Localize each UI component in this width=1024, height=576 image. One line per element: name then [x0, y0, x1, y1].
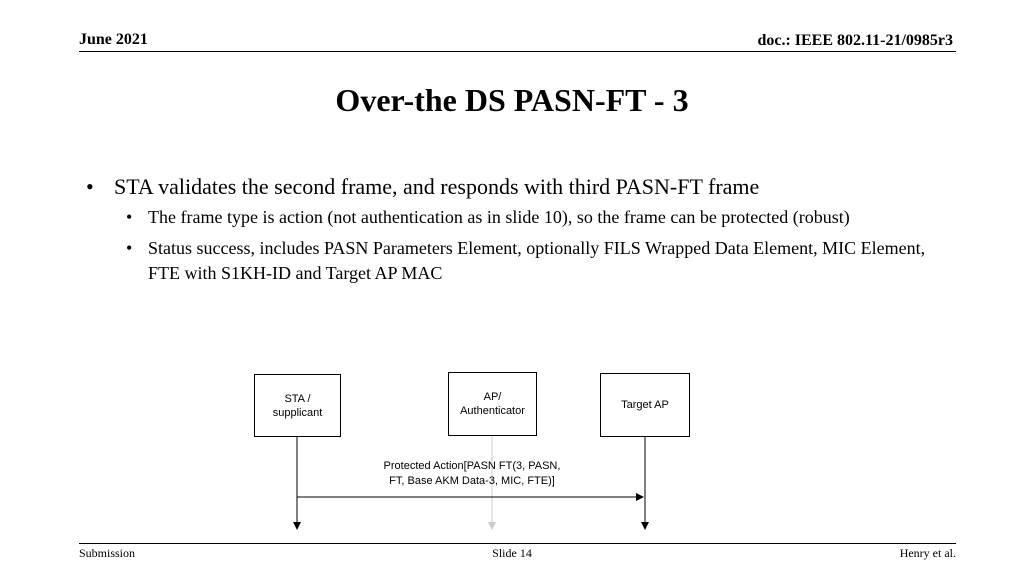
footer-rule	[79, 543, 956, 544]
message-label-line1: Protected Action[PASN FT(3, PASN,	[383, 460, 561, 472]
bullet-main: • STA validates the second frame, and re…	[86, 172, 936, 202]
sub-bullet-text: Status success, includes PASN Parameters…	[148, 238, 926, 283]
sub-bullet: • The frame type is action (not authenti…	[86, 205, 936, 230]
footer-submission: Submission	[79, 546, 136, 560]
bullet-dot: •	[126, 207, 133, 227]
footer-slide-number: Slide 14	[492, 546, 532, 560]
header-doc-id: doc.: IEEE 802.11-21/0985r3	[757, 32, 953, 49]
target-ap-box: Target AP	[600, 373, 690, 437]
message-label-line2: FT, Base AKM Data-3, MIC, FTE)]	[389, 475, 555, 487]
ap-label-line2: Authenticator	[460, 405, 525, 417]
header-rule	[79, 51, 956, 52]
target-ap-label: Target AP	[621, 399, 669, 411]
bullet-main-text: STA validates the second frame, and resp…	[114, 174, 760, 199]
footer-author: Henry et al.	[899, 546, 956, 560]
sta-label-line1: STA /	[284, 392, 311, 405]
sub-bullet: • Status success, includes PASN Paramete…	[86, 236, 936, 286]
message-label: Protected Action[PASN FT(3, PASN, FT, Ba…	[362, 459, 582, 489]
ap-label-line1: AP/	[483, 391, 502, 403]
bullet-list: • STA validates the second frame, and re…	[86, 172, 936, 286]
ap-box: AP/ Authenticator	[448, 372, 537, 436]
sta-label-line2: supplicant	[272, 406, 323, 419]
bullet-dot: •	[86, 174, 94, 199]
bullet-dot: •	[126, 238, 133, 258]
slide-title: Over-the DS PASN-FT - 3	[335, 82, 689, 118]
sub-bullet-text: The frame type is action (not authentica…	[148, 207, 850, 227]
sta-box: STA / supplicant	[254, 374, 341, 437]
header-date: June 2021	[79, 31, 148, 48]
